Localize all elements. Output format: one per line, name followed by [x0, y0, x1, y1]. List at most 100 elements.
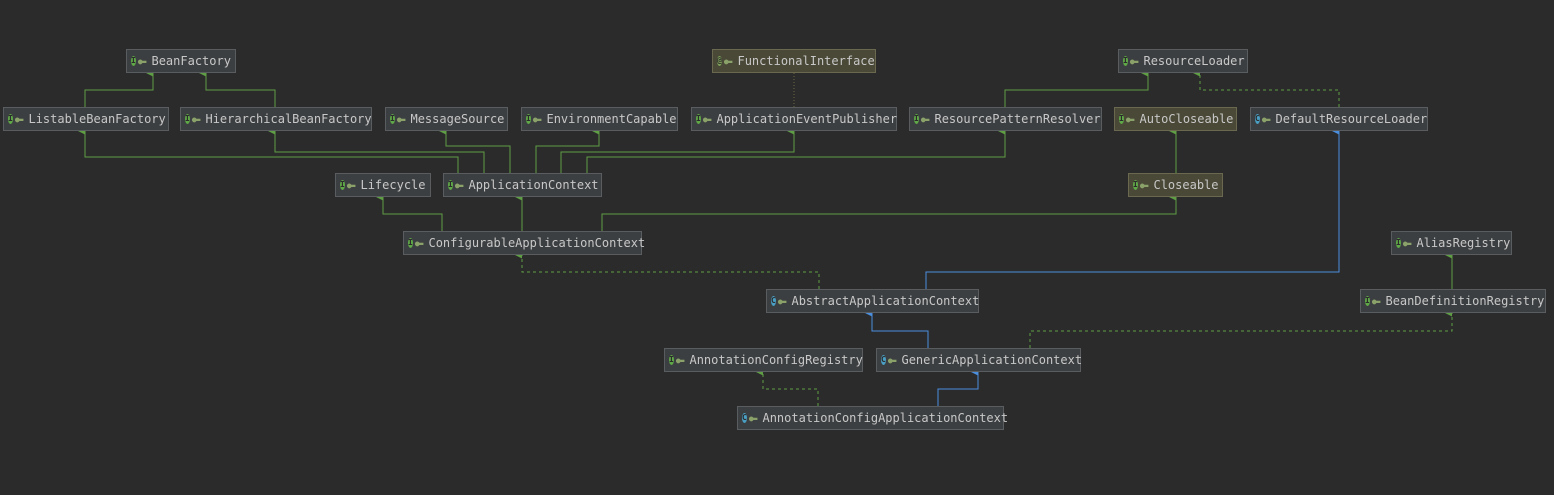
class-node[interactable]: I●▬ BeanFactory — [126, 49, 236, 73]
visibility-icon: ●▬ — [675, 355, 685, 365]
class-node-label: BeanFactory — [151, 54, 231, 68]
visibility-icon: ●▬ — [1261, 114, 1271, 124]
visibility-icon: ●▬ — [532, 114, 542, 124]
class-node[interactable]: I●▬ EnvironmentCapable — [521, 107, 678, 131]
class-node-label: AnnotationConfigRegistry — [689, 353, 863, 367]
visibility-icon: ●▬ — [1125, 114, 1135, 124]
edge-extends-interface — [586, 127, 1006, 173]
class-node[interactable]: I●▬ ResourceLoader — [1118, 49, 1248, 73]
class-node[interactable]: I●▬ ResourcePatternResolver — [909, 107, 1102, 131]
class-node[interactable]: I●▬ ConfigurableApplicationContext — [403, 231, 646, 255]
class-node[interactable]: I●▬ Lifecycle — [335, 173, 431, 197]
class-node-label: ApplicationEventPublisher — [716, 112, 898, 126]
class-node[interactable]: I●▬ Closeable — [1128, 173, 1223, 197]
class-node-label: AliasRegistry — [1416, 236, 1511, 250]
class-node-label: AbstractApplicationContext — [791, 294, 980, 308]
interface-icon: I — [390, 114, 395, 124]
class-node[interactable]: C●▬ AbstractApplicationContext — [766, 289, 979, 313]
interface-icon: I — [185, 114, 190, 124]
class-node[interactable]: C●▬ DefaultResourceLoader — [1250, 107, 1428, 131]
visibility-icon: ●▬ — [723, 56, 733, 66]
class-node-label: EnvironmentCapable — [546, 112, 677, 126]
class-node-label: ResourcePatternResolver — [934, 112, 1101, 126]
interface-icon: I — [8, 114, 13, 124]
class-node-label: GenericApplicationContext — [901, 353, 1083, 367]
interface-icon: I — [131, 56, 136, 66]
visibility-icon: ●▬ — [191, 114, 201, 124]
class-node[interactable]: I●▬ MessageSource — [385, 107, 508, 131]
visibility-icon: ●▬ — [396, 114, 406, 124]
class-node[interactable]: I●▬ ApplicationEventPublisher — [691, 107, 897, 131]
interface-icon: I — [1119, 114, 1124, 124]
class-node-label: ConfigurableApplicationContext — [428, 236, 646, 250]
edge-implements — [515, 251, 820, 289]
class-node-label: HierarchicalBeanFactory — [205, 112, 372, 126]
visibility-icon: ●▬ — [137, 56, 147, 66]
interface-icon: I — [1133, 180, 1138, 190]
visibility-icon: ●▬ — [887, 355, 897, 365]
class-node[interactable]: I●▬ AliasRegistry — [1391, 231, 1512, 255]
edge-extends-interface — [439, 127, 511, 173]
visibility-icon: ●▬ — [1371, 296, 1381, 306]
class-node[interactable]: I●▬ApplicationContext — [443, 173, 602, 197]
visibility-icon: ●▬ — [1139, 180, 1149, 190]
visibility-icon: ●▬ — [1129, 56, 1139, 66]
interface-icon: I — [1365, 296, 1370, 306]
visibility-icon: ●▬ — [1402, 238, 1412, 248]
visibility-icon: ●▬ — [454, 180, 464, 190]
visibility-icon: ●▬ — [14, 114, 24, 124]
edge-extends-interface — [376, 193, 443, 231]
abstract-class-icon: C — [771, 296, 776, 306]
visibility-icon: ●▬ — [777, 296, 787, 306]
class-icon: C — [1255, 114, 1260, 124]
visibility-icon: ●▬ — [702, 114, 712, 124]
class-node-label: MessageSource — [410, 112, 505, 126]
edge-extends-interface — [560, 127, 795, 173]
class-icon: C — [742, 413, 747, 423]
edge-extends-class — [925, 127, 1340, 289]
visibility-icon: ●▬ — [346, 180, 356, 190]
interface-icon: I — [669, 355, 674, 365]
class-icon: C — [881, 355, 886, 365]
edge-extends-interface — [535, 127, 600, 173]
edge-extends-interface — [78, 127, 459, 173]
interface-icon: I — [1396, 238, 1401, 248]
class-node[interactable]: I●▬ ListableBeanFactory — [3, 107, 169, 131]
edge-implements — [1029, 309, 1453, 348]
annotation-icon: @ — [717, 56, 722, 66]
edge-extends-interface — [1004, 69, 1149, 107]
edge-extends-class — [865, 309, 929, 348]
visibility-icon: ●▬ — [414, 238, 424, 248]
interface-icon: I — [1123, 56, 1128, 66]
class-node-label: AutoCloseable — [1139, 112, 1234, 126]
class-node[interactable]: I●▬ BeanDefinitionRegistry — [1360, 289, 1546, 313]
class-node-label: ListableBeanFactory — [28, 112, 166, 126]
class-node[interactable]: I●▬ AutoCloseable — [1114, 107, 1237, 131]
class-node-label: ResourceLoader — [1143, 54, 1245, 68]
class-node-label: Lifecycle — [360, 178, 426, 192]
class-node[interactable]: C●▬ AnnotationConfigApplicationContext — [737, 406, 1008, 430]
interface-icon: I — [408, 238, 413, 248]
interface-icon: I — [340, 180, 345, 190]
class-node-label: DefaultResourceLoader — [1275, 112, 1428, 126]
interface-icon: I — [914, 114, 919, 124]
interface-icon: I — [696, 114, 701, 124]
class-node[interactable]: C●▬ GenericApplicationContext — [876, 348, 1083, 372]
class-node-label: ApplicationContext — [468, 178, 599, 192]
class-node-label: AnnotationConfigApplicationContext — [762, 411, 1009, 425]
class-node-label: FunctionalInterface — [737, 54, 875, 68]
class-node-label: Closeable — [1153, 178, 1219, 192]
visibility-icon: ●▬ — [920, 114, 930, 124]
class-node[interactable]: @●▬ FunctionalInterface — [712, 49, 876, 73]
edge-extends-interface — [84, 69, 154, 107]
edge-extends-interface — [268, 127, 485, 173]
edge-implements — [1193, 69, 1340, 107]
edge-extends-class — [937, 368, 979, 406]
visibility-icon: ●▬ — [748, 413, 758, 423]
class-node[interactable]: I●▬ AnnotationConfigRegistry — [664, 348, 863, 372]
class-node-label: BeanDefinitionRegistry — [1385, 294, 1545, 308]
class-node[interactable]: I●▬ HierarchicalBeanFactory — [180, 107, 372, 131]
interface-icon: I — [526, 114, 531, 124]
